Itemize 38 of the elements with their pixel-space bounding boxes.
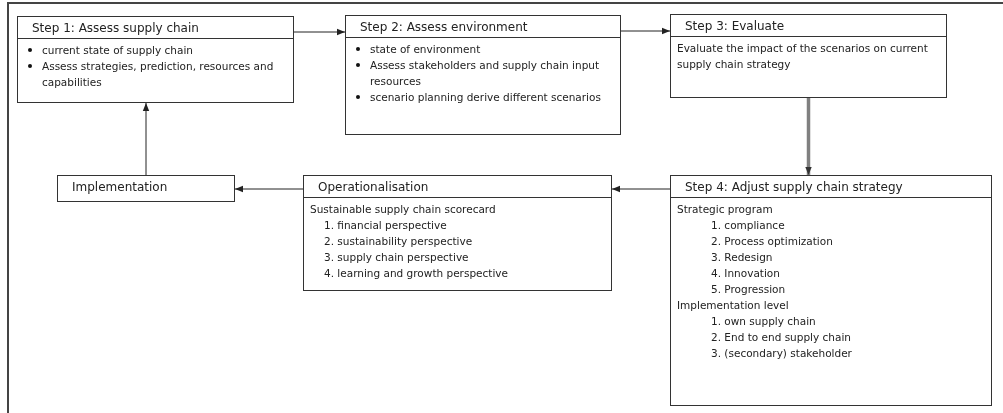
list-heading: Implementation level: [677, 298, 790, 313]
step-box: [345, 15, 621, 135]
arrow: [293, 28, 346, 36]
bullet-item: Assess strategies, prediction, resources and capabilities: [24, 58, 287, 90]
list-item: 2. End to end supply chain: [710, 330, 852, 345]
box-heading: Step 3: Evaluate: [671, 15, 946, 37]
arrow: [142, 102, 150, 176]
list-item: 2. sustainability perspective: [323, 234, 474, 249]
arrow: [611, 185, 671, 193]
step-box: [303, 175, 612, 291]
arrow: [234, 185, 304, 193]
box-heading: Step 4: Adjust supply chain strategy: [671, 176, 991, 198]
box-heading: Operationalisation: [304, 176, 611, 198]
list-item: 1. compliance: [710, 218, 786, 233]
list-item: 4. learning and growth perspective: [323, 266, 509, 281]
box-heading: Step 1: Assess supply chain: [18, 17, 293, 39]
bullet-item: state of environment: [352, 41, 614, 57]
list-item: 3. supply chain perspective: [323, 250, 470, 265]
bullet-item: scenario planning derive different scenarios: [352, 89, 614, 105]
box-heading: Step 2: Assess environment: [346, 16, 620, 38]
step-box: [17, 16, 294, 103]
box-heading: Implementation: [71, 179, 169, 196]
list-heading: Strategic program: [677, 202, 774, 217]
list-item: 4. Innovation: [710, 266, 781, 281]
list-item: 3. Redesign: [710, 250, 774, 265]
list-item: 3. (secondary) stakeholder: [710, 346, 853, 361]
list-item: 1. own supply chain: [710, 314, 817, 329]
step-box: [670, 14, 947, 98]
bullet-item: current state of supply chain: [24, 42, 287, 58]
process-box: [57, 175, 235, 202]
list-heading: Sustainable supply chain scorecard: [310, 202, 497, 217]
list-item: 2. Process optimization: [710, 234, 834, 249]
description-text: Evaluate the impact of the scenarios on current supply chain strategy: [677, 42, 928, 70]
list-item: 1. financial perspective: [323, 218, 448, 233]
arrow: [805, 98, 812, 175]
step-box: [670, 175, 992, 406]
list-item: 5. Progression: [710, 282, 787, 297]
arrow: [620, 27, 671, 35]
